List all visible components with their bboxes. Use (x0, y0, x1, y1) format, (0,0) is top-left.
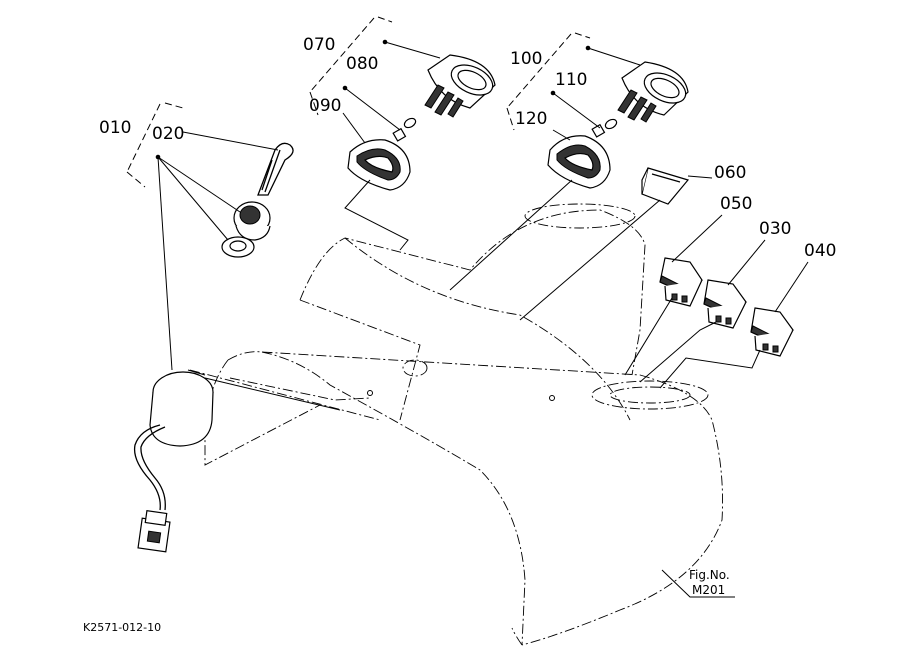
fig-number: M201 (692, 583, 725, 597)
drawing-code: K2571-012-10 (83, 621, 161, 634)
assembly-lines (187, 179, 761, 411)
label-080: 080 (346, 54, 378, 74)
switch-050 (659, 257, 703, 307)
group-bracket-010 (126, 102, 184, 188)
label-050: 050 (720, 194, 752, 214)
buzzer-with-harness (133, 371, 214, 553)
label-020: 020 (152, 124, 184, 144)
bezel-120 (547, 135, 611, 189)
label-100: 100 (510, 49, 542, 69)
gauge-070 (424, 54, 496, 118)
label-110: 110 (555, 70, 587, 90)
bulb-080 (392, 117, 417, 142)
bezel-090 (347, 139, 411, 191)
leader-dots (155, 39, 591, 160)
group-bracket-100 (506, 32, 591, 131)
label-010: 010 (99, 118, 131, 138)
bulb-110 (591, 118, 618, 138)
key-switch-body (233, 201, 271, 241)
key-switch-nut (221, 236, 255, 258)
label-030: 030 (759, 219, 791, 239)
group-bracket-070 (309, 16, 393, 116)
gauge-100 (617, 61, 689, 123)
label-060: 060 (714, 163, 746, 183)
switch-030 (703, 279, 747, 329)
label-090: 090 (309, 96, 341, 116)
label-070: 070 (303, 35, 335, 55)
figure-info: Fig.No. M201 K2571-012-10 (83, 568, 730, 634)
switch-040 (750, 307, 794, 357)
label-040: 040 (804, 241, 836, 261)
label-120: 120 (515, 109, 547, 129)
leader-lines (157, 41, 809, 598)
part-labels: 010 020 070 080 090 100 110 120 060 050 … (99, 35, 836, 261)
dashboard-panel (189, 203, 724, 646)
cover-060 (641, 167, 690, 205)
fig-label: Fig.No. (689, 568, 730, 582)
key-020 (257, 142, 294, 196)
